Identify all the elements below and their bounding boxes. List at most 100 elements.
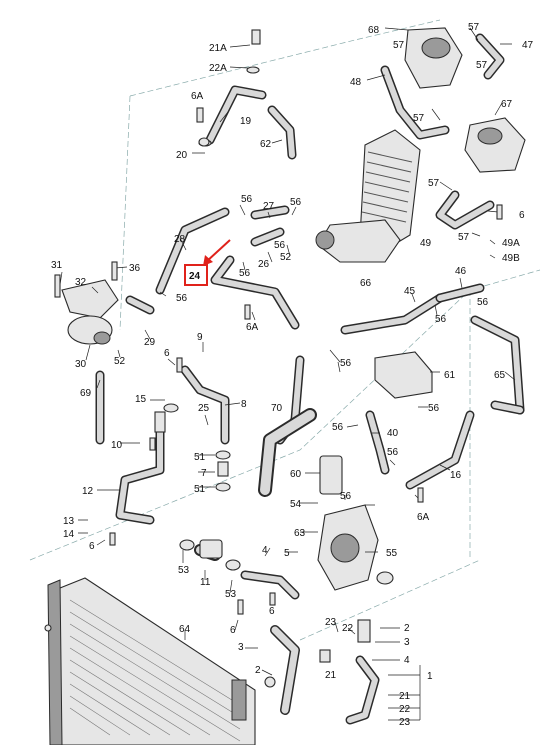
callout-21: 21 (325, 670, 337, 681)
callout-53: 53 (225, 589, 237, 600)
callout-6A: 6A (246, 322, 259, 333)
callout-65: 65 (494, 370, 506, 381)
callout-49: 49 (420, 238, 432, 249)
callout-labels: 68 57 47 57 57 48 57 67 21A 22A 6A 19 20… (51, 22, 534, 728)
highlight-box (184, 264, 208, 286)
callout-56: 56 (290, 197, 302, 208)
callout-29: 29 (144, 337, 156, 348)
callout-57: 57 (428, 178, 440, 189)
callout-52: 52 (114, 356, 126, 367)
callout-47: 47 (522, 40, 534, 51)
callout-4: 4 (262, 545, 268, 556)
callout-48: 48 (350, 77, 362, 88)
callout-5: 5 (284, 548, 290, 559)
callout-22: 22 (399, 704, 411, 715)
callout-22: 22 (342, 623, 354, 634)
thermostat-housing (404, 27, 526, 173)
callout-23: 23 (325, 617, 337, 628)
red-arrow-icon (203, 239, 231, 266)
callout-52: 52 (280, 252, 292, 263)
fasteners (54, 29, 503, 688)
callout-56: 56 (176, 293, 188, 304)
callout-56: 56 (340, 358, 352, 369)
callout-10: 10 (111, 440, 123, 451)
callout-30: 30 (75, 359, 87, 370)
coolant-hoses (95, 33, 525, 725)
callout-56: 56 (241, 194, 253, 205)
callout-15: 15 (135, 394, 147, 405)
callout-61: 61 (444, 370, 456, 381)
callout-63: 63 (294, 528, 306, 539)
callout-4: 4 (404, 655, 410, 666)
callout-14: 14 (63, 529, 75, 540)
callout-64: 64 (179, 624, 191, 635)
callout-24: 24 (189, 271, 201, 282)
callout-2: 2 (404, 623, 410, 634)
callout-51: 51 (194, 452, 206, 463)
callout-67: 67 (501, 99, 513, 110)
oil-cooler (315, 129, 421, 263)
callout-2: 2 (255, 665, 261, 676)
callout-8: 8 (241, 399, 247, 410)
callout-57: 57 (413, 113, 425, 124)
callout-19: 19 (240, 116, 252, 127)
callout-13: 13 (63, 516, 75, 527)
callout-6: 6 (230, 625, 236, 636)
callout-6A: 6A (417, 512, 430, 523)
callout-16: 16 (450, 470, 462, 481)
radiator (44, 577, 256, 745)
callout-56: 56 (477, 297, 489, 308)
callout-6: 6 (164, 348, 170, 359)
callout-49A: 49A (502, 238, 520, 249)
callout-6: 6 (519, 210, 525, 221)
callout-57: 57 (468, 22, 480, 33)
callout-28: 28 (174, 234, 186, 245)
callout-54: 54 (290, 499, 302, 510)
highlighted-part-24: 24 (184, 239, 231, 286)
callout-57: 57 (458, 232, 470, 243)
callout-7: 7 (201, 468, 207, 479)
callout-11: 11 (200, 577, 211, 588)
callout-21A: 21A (209, 43, 227, 54)
callout-1: 1 (427, 671, 433, 682)
callout-56: 56 (239, 268, 251, 279)
callout-3: 3 (238, 642, 244, 653)
callout-12: 12 (82, 486, 94, 497)
callout-26: 26 (258, 259, 270, 270)
callout-56: 56 (387, 447, 399, 458)
callout-32: 32 (75, 277, 87, 288)
callout-6A: 6A (191, 91, 204, 102)
callout-53: 53 (178, 565, 190, 576)
callout-40: 40 (387, 428, 399, 439)
callout-57: 57 (393, 40, 405, 51)
callout-56: 56 (435, 314, 447, 325)
callout-51: 51 (194, 484, 206, 495)
callout-66: 66 (360, 278, 372, 289)
callout-56: 56 (332, 422, 344, 433)
callout-25: 25 (198, 403, 210, 414)
leader-lines (59, 27, 516, 721)
callout-57: 57 (476, 60, 488, 71)
callout-68: 68 (368, 25, 380, 36)
callout-27: 27 (263, 201, 275, 212)
callout-23: 23 (399, 717, 411, 728)
callout-22A: 22A (209, 63, 227, 74)
callout-9: 9 (197, 332, 203, 343)
callout-45: 45 (404, 286, 416, 297)
auxiliary-pump (61, 279, 119, 345)
callout-46: 46 (455, 266, 467, 277)
callout-69: 69 (80, 388, 92, 399)
callout-20: 20 (176, 150, 188, 161)
callout-60: 60 (290, 469, 302, 480)
callout-56: 56 (428, 403, 440, 414)
callout-6: 6 (269, 606, 275, 617)
callout-62: 62 (260, 139, 272, 150)
callout-55: 55 (386, 548, 398, 559)
callout-36: 36 (129, 263, 141, 274)
callout-70: 70 (271, 403, 283, 414)
callout-56: 56 (340, 491, 352, 502)
callout-3: 3 (404, 637, 410, 648)
callout-31: 31 (51, 260, 63, 271)
callout-49B: 49B (502, 253, 520, 264)
